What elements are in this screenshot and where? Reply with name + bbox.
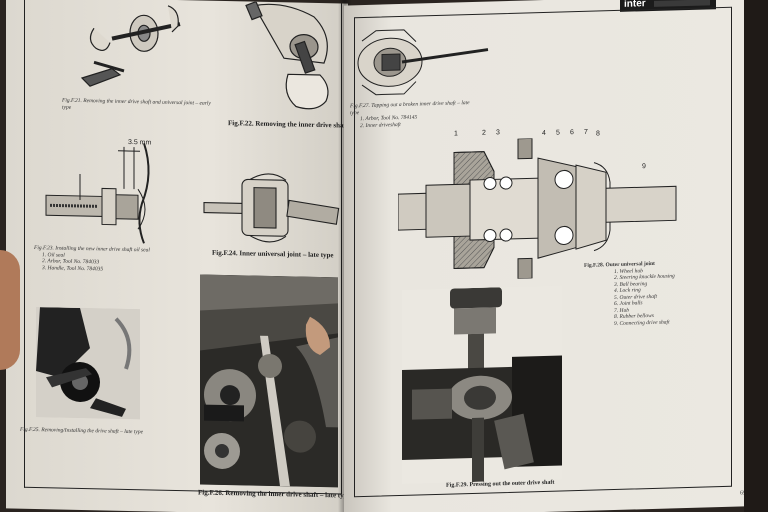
hand xyxy=(0,250,20,370)
fig24-illustration xyxy=(203,173,340,243)
fig28-callout-3: 3 xyxy=(496,129,500,137)
fig28-callout-5: 5 xyxy=(556,129,560,137)
fig23-illustration xyxy=(45,143,150,244)
left-page: Fig.F.21. Removing the inner drive shaft… xyxy=(6,0,348,512)
fig25-photo xyxy=(36,307,140,420)
logo-bar xyxy=(654,0,710,7)
fig21-illustration xyxy=(80,5,181,87)
fig28-caption: Fig.F.28. Outer universal joint 1. Wheel… xyxy=(584,259,724,328)
fig27-caption: Fig.F.27. Tapping out a broken inner dri… xyxy=(350,100,480,130)
fig28-callout-6: 6 xyxy=(570,129,574,137)
fig23-caption: Fig.F.23. Installing the new inner drive… xyxy=(34,245,154,274)
fig28-illustration xyxy=(398,137,677,280)
fig26-photo xyxy=(200,274,338,488)
fig28-callout-2: 2 xyxy=(482,129,486,137)
fig28-callout-4: 4 xyxy=(542,129,546,138)
table-edge xyxy=(744,0,768,512)
fig22-illustration xyxy=(245,1,329,110)
right-page: inter Fig.F.27. Tapping out a broken inn… xyxy=(344,0,744,512)
fig23-dimension-label: 3.5 mm xyxy=(128,138,152,147)
fig28-callout-1: 1 xyxy=(454,130,458,138)
fig29-photo xyxy=(402,285,562,484)
fig28-callout-7: 7 xyxy=(584,128,588,136)
fig27-illustration xyxy=(357,29,489,96)
